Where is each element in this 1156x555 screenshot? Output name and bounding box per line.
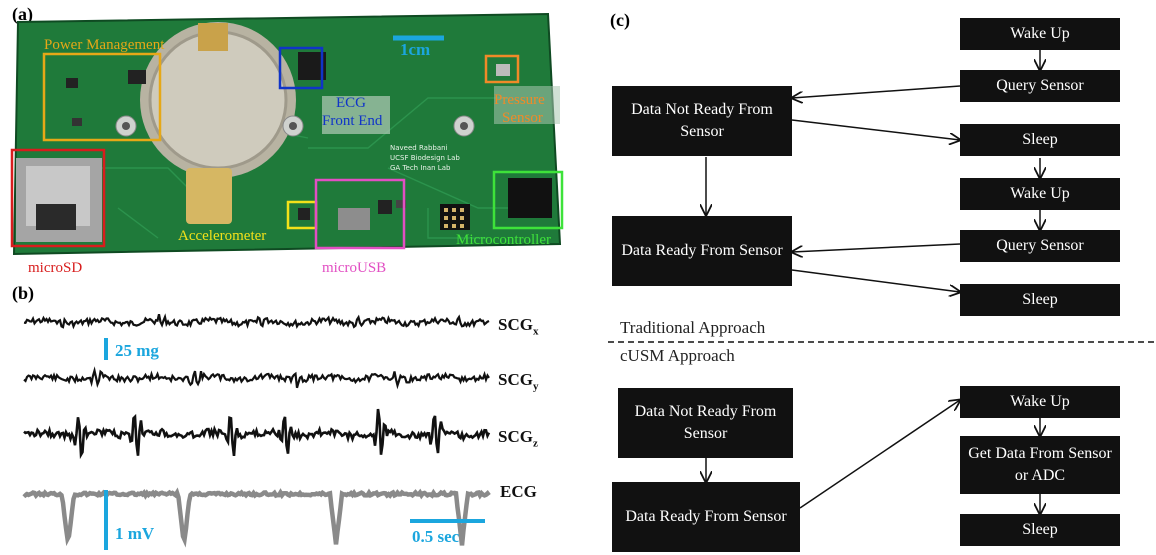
cusm-data-not-ready: Data Not Ready From Sensor: [618, 388, 793, 458]
usb-connector: [338, 208, 370, 230]
ecg-trace: [22, 487, 491, 548]
label-microcontroller: Microcontroller: [456, 232, 551, 248]
arrow-notready-sleep: [791, 119, 960, 140]
label-ecg-line2: Front End: [322, 113, 383, 129]
pcb-photo: Naveed Rabbani UCSF Biodesign Lab GA Tec…: [10, 12, 564, 256]
pressure-chip: [496, 64, 510, 76]
traditional-approach-label: Traditional Approach: [620, 318, 766, 337]
arrow-ready-sleep: [791, 269, 960, 292]
cusm-wake-up: Wake Up: [960, 386, 1120, 418]
cusm-approach-label: cUSM Approach: [620, 346, 735, 365]
power-box: [42, 52, 162, 142]
battery-clip-top: [198, 23, 228, 51]
usb-box: [314, 178, 406, 250]
battery-clip-bottom: [186, 168, 232, 224]
cusm-data-ready: Data Ready From Sensor: [612, 482, 800, 552]
silk-text-1: Naveed Rabbani: [390, 144, 448, 152]
mcu-chip: [508, 178, 552, 218]
microsd-box: [10, 148, 106, 248]
scale-label-time: 0.5 sec: [412, 527, 460, 546]
label-ecg: ECG: [500, 482, 537, 501]
trad-sleep-2: Sleep: [960, 284, 1120, 316]
scale-label-volt: 1 mV: [115, 524, 155, 543]
arrow-query-notready: [792, 85, 961, 98]
trad-data-ready: Data Ready From Sensor: [612, 216, 792, 286]
panel-label-a: (a): [12, 4, 33, 24]
label-pressure-line2: Sensor: [502, 110, 543, 126]
mcu-box: [492, 170, 564, 230]
trad-query-sensor-1: Query Sensor: [960, 70, 1120, 102]
trad-wake-up-2: Wake Up: [960, 178, 1120, 210]
label-pressure-line1: Pressure: [494, 92, 545, 108]
arrow-cusm-ready-wake: [799, 400, 960, 509]
label-power-management: Power Management: [44, 37, 165, 53]
scale-bar-label: 1cm: [400, 40, 431, 59]
scgz-trace: [23, 408, 491, 460]
label-scgz: SCGz: [498, 427, 538, 450]
arrow-query-ready: [792, 243, 961, 252]
scgy-trace: [23, 366, 490, 390]
signal-traces: [22, 313, 491, 550]
silk-text-2: UCSF Biodesign Lab: [390, 154, 460, 162]
label-microusb: microUSB: [322, 260, 387, 276]
silk-text-3: GA Tech Inan Lab: [390, 164, 451, 172]
label-accelerometer: Accelerometer: [178, 228, 267, 244]
trad-wake-up-1: Wake Up: [960, 18, 1120, 50]
label-microsd: microSD: [28, 260, 83, 276]
cusm-get-data: Get Data From Sensor or ADC: [960, 436, 1120, 494]
trad-data-not-ready: Data Not Ready From Sensor: [612, 86, 792, 156]
trad-query-sensor-2: Query Sensor: [960, 230, 1120, 262]
scale-label-accel: 25 mg: [115, 341, 159, 360]
label-scgy: SCGy: [498, 370, 539, 393]
panel-label-b: (b): [12, 283, 34, 303]
ecg-box: [278, 46, 324, 90]
scgx-trace: [23, 313, 490, 330]
panel-label-c: (c): [610, 10, 630, 30]
cusm-sleep: Sleep: [960, 514, 1120, 546]
accel-chip: [298, 208, 310, 220]
label-scgx: SCGx: [498, 315, 539, 338]
trad-sleep-1: Sleep: [960, 124, 1120, 156]
label-ecg-line1: ECG: [336, 95, 366, 111]
pressure-box: [484, 54, 520, 84]
